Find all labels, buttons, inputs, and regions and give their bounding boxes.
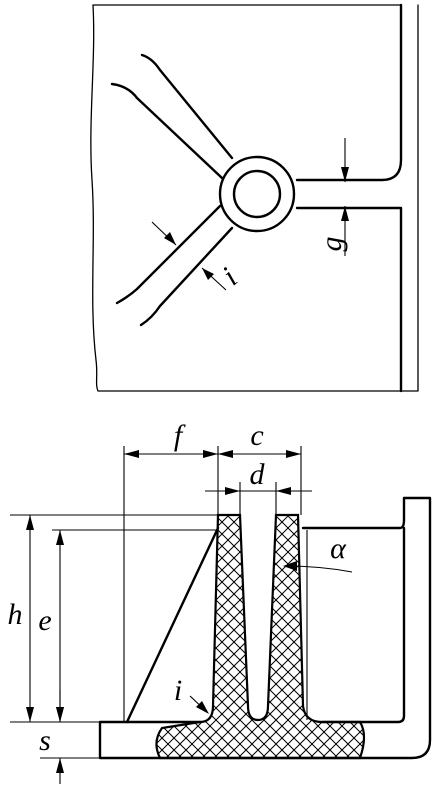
section-view: f c d α h [8, 419, 432, 784]
container-outline [98, 496, 432, 760]
label-i-section: i [174, 674, 182, 707]
dimension-i-section: i [174, 674, 209, 714]
dimension-i-top: i [151, 221, 244, 292]
extension-lines [10, 446, 308, 759]
upper-left-rib [110, 53, 234, 180]
dimension-alpha: α [283, 532, 353, 573]
dimension-d: d [205, 458, 312, 495]
label-h: h [8, 598, 23, 631]
dimension-s: s [39, 690, 64, 784]
label-alpha: α [330, 532, 347, 565]
label-s: s [39, 724, 51, 757]
lower-left-rib [115, 204, 234, 327]
wall [295, 3, 403, 393]
dimension-h: h [8, 515, 34, 722]
top-view: g i [90, 3, 419, 393]
boss-ring [218, 155, 296, 233]
dimension-g: g [315, 138, 349, 256]
label-g: g [315, 237, 348, 252]
label-f: f [174, 419, 186, 452]
label-e: e [38, 604, 51, 637]
label-d: d [250, 458, 266, 491]
label-i-top: i [216, 261, 244, 292]
break-line-outline [90, 4, 419, 392]
dimension-f: f [124, 419, 218, 458]
dimension-c: c [218, 419, 301, 458]
label-c: c [250, 419, 263, 452]
